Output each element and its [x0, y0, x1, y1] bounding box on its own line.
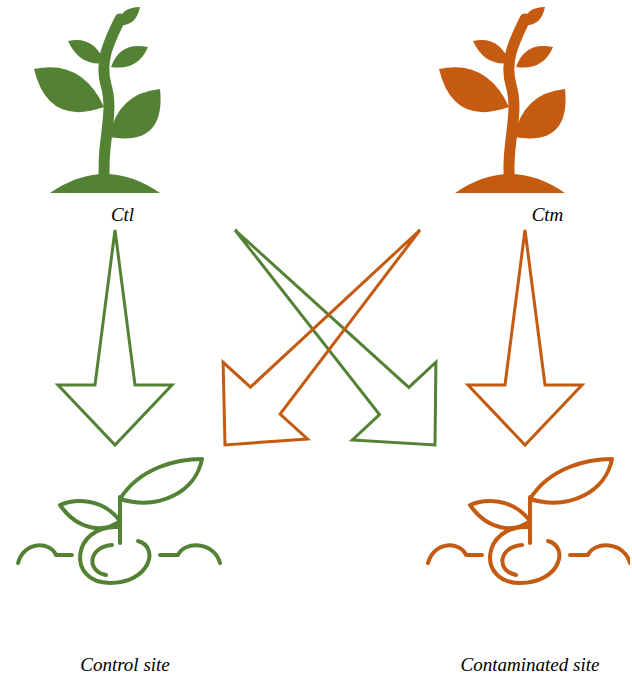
block-arrow: [235, 230, 436, 445]
plant-icon: [10, 5, 225, 230]
icon-part: [502, 545, 522, 575]
icon-part: [18, 545, 72, 563]
icon-part: [109, 89, 161, 138]
icon-part: [516, 46, 553, 68]
icon-part: [104, 19, 120, 187]
icon-part: [509, 19, 525, 187]
plant-icon: [10, 445, 230, 680]
icon-part: [514, 89, 566, 138]
icon-part: [34, 67, 104, 112]
icon-part: [470, 501, 530, 528]
icon-part: [60, 501, 120, 528]
control-plant: Ctl: [10, 5, 235, 230]
icon-part: [473, 40, 510, 64]
node-label: Ctm: [440, 204, 632, 226]
icon-part: [523, 7, 545, 25]
icon-part: [160, 545, 220, 563]
node-label: Ctl: [10, 204, 235, 226]
block-arrow: [58, 230, 172, 445]
icon-part: [80, 527, 149, 583]
icon-part: [118, 7, 140, 25]
icon-part: [439, 67, 509, 112]
icon-part: [490, 527, 559, 583]
icon-part: [120, 459, 202, 503]
icon-part: [428, 545, 482, 563]
control-seedling: Control site: [10, 445, 240, 680]
icon-part: [92, 545, 112, 575]
node-label: Contaminated site: [420, 654, 632, 676]
contaminated-plant: Ctm: [420, 5, 632, 230]
plant-icon: [420, 5, 625, 230]
icon-part: [68, 40, 105, 64]
block-arrow: [468, 230, 582, 445]
block-arrow: [223, 230, 420, 445]
node-label: Control site: [10, 654, 240, 676]
icon-part: [530, 459, 612, 503]
icon-part: [111, 46, 148, 68]
contaminated-seedling: Contaminated site: [420, 445, 632, 680]
icon-part: [570, 545, 630, 563]
plant-icon: [420, 445, 630, 680]
